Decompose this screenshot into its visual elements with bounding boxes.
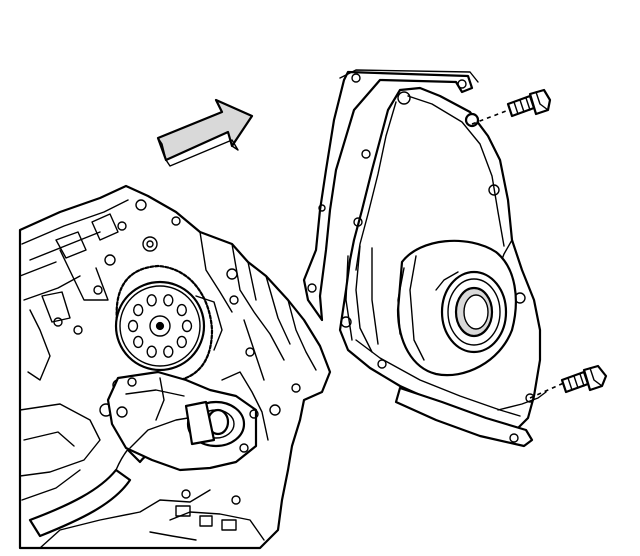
upper-bolt [471,88,552,125]
front-cover-gasket [302,69,479,322]
sprocket-hole [163,345,174,358]
crankshaft-seal [396,239,517,377]
sprocket-hole [176,303,188,317]
sprocket-hole [181,319,193,333]
timing-chain [115,264,223,382]
sprocket-hole [132,335,144,349]
install-arrow [156,98,254,167]
sprocket-hole [132,303,144,317]
oil-pump [106,370,259,472]
lower-bolt [529,364,608,399]
sprocket-hole [176,335,188,349]
sprocket-hole [163,294,174,307]
sprocket-hole [146,345,157,358]
sprocket-hole [127,319,139,333]
sprocket-holes [127,294,193,358]
sprocket-hole [146,294,157,307]
timing-sprocket [114,280,206,372]
